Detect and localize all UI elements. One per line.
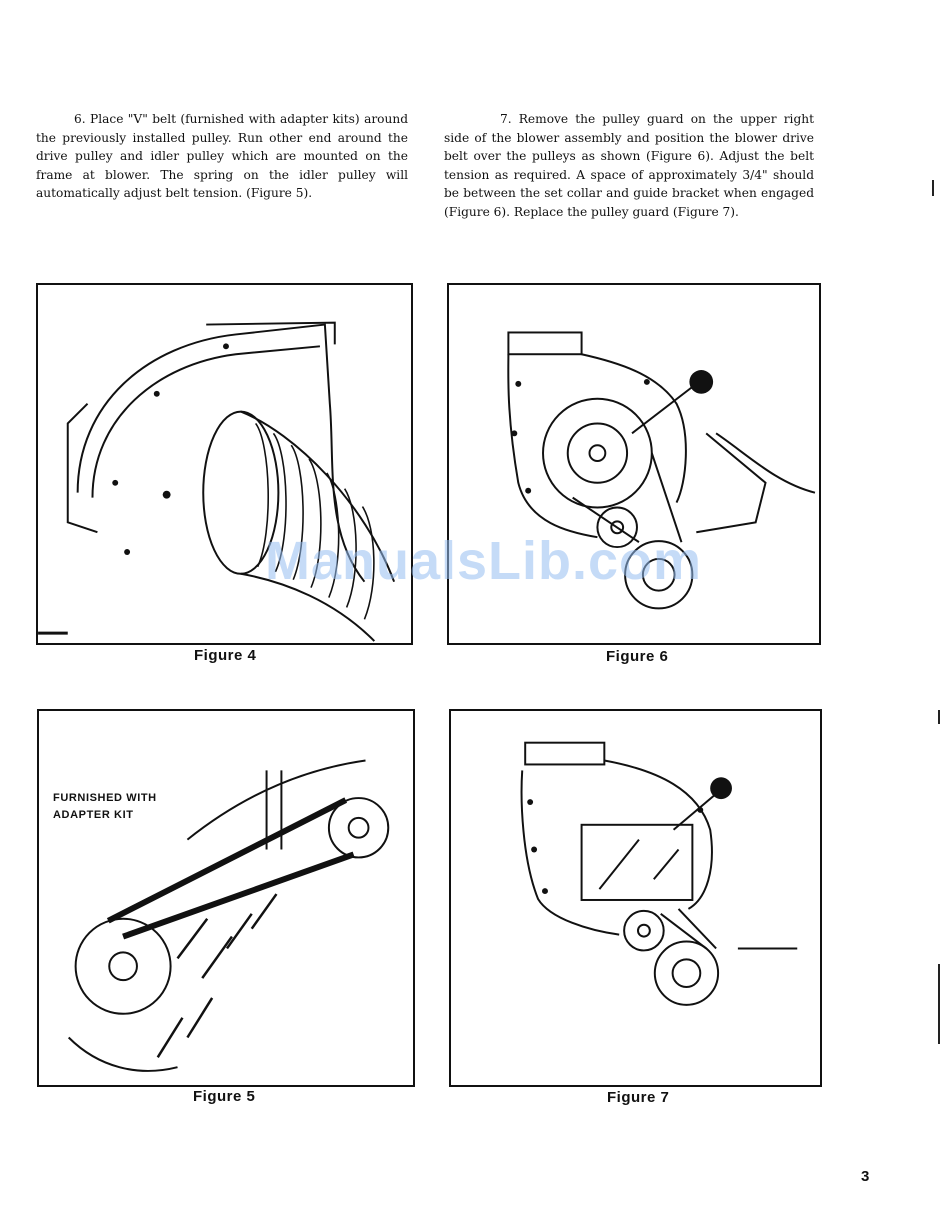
figure-6-illustration bbox=[447, 283, 821, 645]
step-7-paragraph: 7. Remove the pulley guard on the upper … bbox=[444, 112, 814, 219]
figure-5-caption: Figure 5 bbox=[193, 1088, 256, 1105]
figure-4-illustration bbox=[36, 283, 413, 645]
figure-4-caption: Figure 4 bbox=[194, 647, 257, 664]
scan-edge-mark bbox=[938, 710, 940, 724]
pulley-guard-drawing bbox=[520, 741, 798, 1006]
v-belt-drawing bbox=[67, 759, 390, 1072]
scan-edge-mark bbox=[932, 180, 934, 196]
figure-5-illustration: FURNISHED WITH ADAPTER KIT bbox=[37, 709, 415, 1087]
blower-pulley-drawing bbox=[507, 331, 816, 610]
scan-edge-mark bbox=[938, 964, 940, 1044]
watermark: ManualsLib.com bbox=[265, 531, 703, 591]
step-6-paragraph: 6. Place "V" belt (furnished with adapte… bbox=[36, 112, 408, 201]
blower-hose-drawing bbox=[38, 321, 396, 642]
page-number: 3 bbox=[861, 1168, 870, 1185]
figure-7-illustration bbox=[449, 709, 822, 1087]
figure-7-caption: Figure 7 bbox=[607, 1089, 670, 1106]
figure-6-caption: Figure 6 bbox=[606, 648, 669, 665]
furnished-with-adapter-kit-label: FURNISHED WITH ADAPTER KIT bbox=[53, 792, 157, 821]
